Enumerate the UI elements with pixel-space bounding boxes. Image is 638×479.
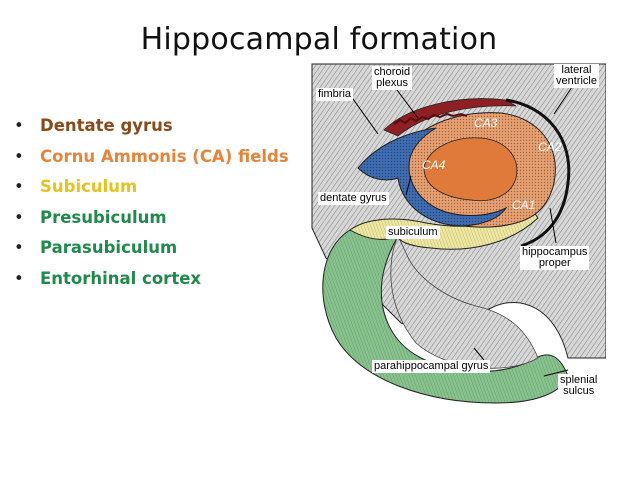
list-item-cornu-ammonis: Cornu Ammonis (CA) fields <box>40 146 289 166</box>
label-parahippocampal-gyrus: parahippocampal gyrus <box>372 360 491 373</box>
label-ca4: CA4 <box>422 158 446 172</box>
list-item: • Parasubiculum <box>14 238 289 269</box>
slide-title: Hippocampal formation <box>140 22 498 57</box>
list-item: • Entorhinal cortex <box>14 269 289 300</box>
label-subiculum: subiculum <box>386 226 440 239</box>
bullet-marker: • <box>14 116 24 135</box>
bullet-marker: • <box>14 146 24 166</box>
white-matter <box>390 235 539 369</box>
list-item-dentate-gyrus: Dentate gyrus <box>40 116 173 135</box>
list-item-parasubiculum: Parasubiculum <box>40 238 178 257</box>
bullet-marker: • <box>14 177 24 196</box>
list-item-entorhinal-cortex: Entorhinal cortex <box>40 268 202 288</box>
list-item-subiculum: Subiculum <box>40 177 138 196</box>
label-fimbria: fimbria <box>316 88 354 101</box>
bullet-marker: • <box>14 207 24 227</box>
structure-list: • Dentate gyrus • Cornu Ammonis (CA) field… <box>14 116 289 299</box>
list-item: • Dentate gyrus <box>14 116 289 147</box>
ventricle-line <box>505 98 571 248</box>
hippocampus-drawing <box>311 63 606 404</box>
label-dentate-gyrus: dentate gyrus <box>318 192 389 205</box>
label-ca2: CA2 <box>538 140 562 154</box>
ca-core-region <box>423 137 518 202</box>
bullet-marker: • <box>14 268 24 288</box>
list-item-presubiculum: Presubiculum <box>40 207 167 227</box>
list-item: • Presubiculum <box>14 208 289 239</box>
label-ca3: CA3 <box>474 116 498 130</box>
bullet-marker: • <box>14 238 24 257</box>
label-ca1: CA1 <box>512 198 536 212</box>
list-item: • Subiculum <box>14 177 289 208</box>
list-item: • Cornu Ammonis (CA) fields <box>14 147 289 178</box>
